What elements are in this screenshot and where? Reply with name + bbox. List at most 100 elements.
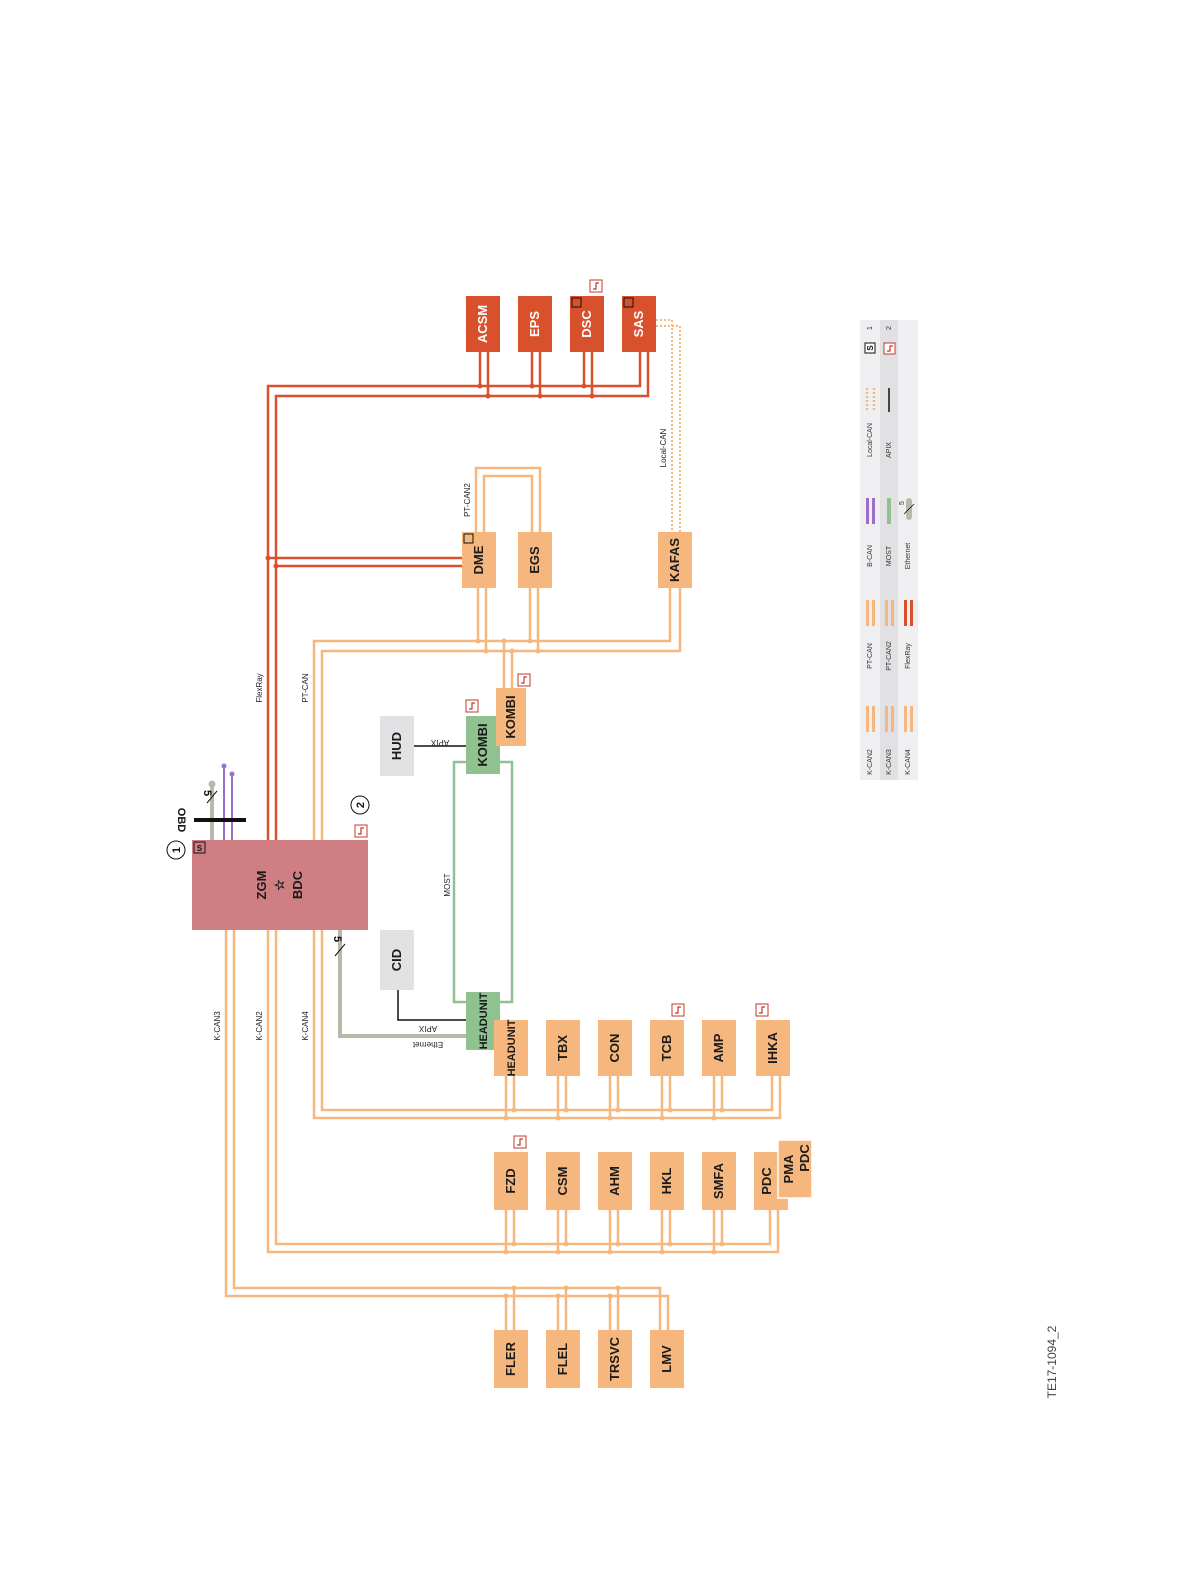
callout-2: 2 (350, 795, 370, 815)
ecu-hkl-label: HKL (659, 1168, 674, 1195)
ptcan-junctions (475, 638, 541, 654)
apix-links (397, 745, 466, 1021)
bcan-end-1 (221, 763, 227, 769)
ecu-dsc-label: DSC (579, 310, 594, 338)
dme-s-marker (463, 533, 474, 544)
ecu-pma-label: PMA (781, 1154, 796, 1184)
gateway-wake-icon-glyph (358, 827, 364, 835)
callout-2-text: 2 (355, 802, 367, 808)
ecu-con[interactable]: CON (598, 1020, 632, 1076)
ecu-tcb-label: TCB (659, 1035, 674, 1062)
legend-ethernet-count: 5 (899, 501, 906, 505)
ptcan-bus (312, 588, 682, 845)
legend-wake-glyph (887, 345, 893, 352)
ecu-kombi-most-label: KOMBI (475, 723, 490, 766)
ecu-con-label: CON (607, 1034, 622, 1063)
dsc-wake-glyph (593, 282, 599, 290)
ecu-dsc[interactable]: DSC (570, 279, 604, 352)
ecu-egs-label: EGS (527, 546, 542, 574)
ecu-ihka[interactable]: IHKA (755, 1003, 790, 1076)
legend-callout-1: 1 (867, 326, 874, 330)
sas-s-marker (623, 297, 634, 308)
legend-ptcan2: PT-CAN2 (886, 641, 893, 671)
ecu-pdc2-label: PDC (797, 1144, 812, 1172)
ecu-hkl[interactable]: HKL (650, 1152, 684, 1210)
gateway-s-marker-text: S (197, 844, 203, 853)
ecu-smfa[interactable]: SMFA (702, 1152, 736, 1210)
flexray-label: FlexRay (255, 673, 264, 702)
display-cid[interactable]: CID (380, 930, 414, 990)
ecu-eps[interactable]: EPS (518, 296, 552, 352)
ecu-kombi-pt-label: KOMBI (503, 695, 518, 738)
flexray-bus (266, 352, 650, 845)
ecu-ihka-label: IHKA (765, 1032, 780, 1064)
display-cid-label: CID (389, 949, 404, 971)
most-label: MOST (443, 873, 452, 896)
ecu-kafas[interactable]: KAFAS (658, 532, 692, 588)
ecu-dme[interactable]: DME (462, 532, 496, 588)
gateway-s-marker (193, 841, 206, 854)
ecu-flel-label: FLEL (555, 1343, 570, 1376)
ecu-fler[interactable]: FLER (494, 1330, 528, 1388)
legend-ethernet: Ethernet (905, 543, 912, 570)
legend-most: MOST (886, 545, 893, 566)
ecu-flel[interactable]: FLEL (546, 1330, 580, 1388)
gateway-star-icon: ☆ (272, 879, 287, 891)
ecu-egs[interactable]: EGS (518, 532, 552, 588)
legend-ptcan: PT-CAN (867, 643, 874, 669)
ecu-csm-label: CSM (555, 1167, 570, 1196)
ecu-amp[interactable]: AMP (702, 1020, 736, 1076)
legend-apix: APIX (886, 442, 893, 458)
figure-reference: TE17-1094_2 (1045, 1325, 1059, 1398)
legend-bcan: B-CAN (867, 545, 874, 567)
kcan3-junctions (503, 1285, 621, 1299)
ptcan-label: PT-CAN (301, 673, 310, 703)
display-hud-label: HUD (389, 732, 404, 760)
flexray-junctions (265, 383, 595, 569)
ecu-headunit-label: HEADUNIT (506, 1019, 518, 1076)
local-can-bus (656, 319, 681, 532)
kcan3-bus (224, 930, 670, 1330)
ecu-csm[interactable]: CSM (546, 1152, 580, 1210)
ecu-trsvc[interactable]: TRSVC (598, 1330, 632, 1388)
legend-kcan3: K-CAN3 (886, 749, 893, 775)
gateway-box (192, 840, 368, 930)
callout-1: 1 (166, 840, 186, 860)
kcan2-junctions (503, 1241, 725, 1255)
kcan2-label: K-CAN2 (255, 1011, 264, 1041)
legend-flexray: FlexRay (905, 643, 912, 669)
ecu-pma-pdc[interactable]: PMA PDC (777, 1139, 813, 1199)
most-ring (452, 760, 514, 1004)
kombi-most-wake-glyph (469, 702, 475, 710)
ptcan2-label: PT-CAN2 (463, 483, 472, 517)
ecu-tcb[interactable]: TCB (650, 1003, 685, 1076)
ethernet-obd-end (208, 780, 216, 788)
ecu-headunit[interactable]: HEADUNIT (494, 1019, 528, 1076)
ecu-kombi-most[interactable]: KOMBI (465, 699, 500, 774)
ecu-pdc-label: PDC (759, 1167, 774, 1195)
kcan4-bus (312, 930, 782, 1120)
ecu-ahm[interactable]: AHM (598, 1152, 632, 1210)
fzd-wake-glyph (517, 1138, 523, 1146)
ecu-sas[interactable]: SAS (622, 296, 656, 352)
legend-callout-2: 2 (886, 326, 893, 330)
ecu-amp-label: AMP (711, 1033, 726, 1062)
tcb-wake-glyph (675, 1006, 681, 1014)
legend-localcan: Local-CAN (867, 423, 874, 457)
ecu-dme-label: DME (471, 545, 486, 574)
gateway-zgm-bdc[interactable]: ZGM ☆ BDC S (192, 824, 368, 930)
ecu-smfa-label: SMFA (711, 1162, 726, 1199)
legend-kcan2: K-CAN2 (867, 749, 874, 775)
local-can-label: Local-CAN (659, 428, 668, 467)
ecu-acsm[interactable]: ACSM (466, 296, 500, 352)
display-hud[interactable]: HUD (380, 716, 414, 776)
bcan-lines (223, 768, 233, 845)
ecu-lmv[interactable]: LMV (650, 1330, 684, 1388)
ecu-tbx[interactable]: TBX (546, 1020, 580, 1076)
kcan3-label: K-CAN3 (213, 1011, 222, 1041)
ecu-fzd[interactable]: FZD (494, 1135, 528, 1210)
apix-hud-label: APIX (430, 738, 449, 747)
ecu-kombi-pt[interactable]: KOMBI (496, 673, 531, 746)
ptcan2-bus (474, 466, 542, 532)
